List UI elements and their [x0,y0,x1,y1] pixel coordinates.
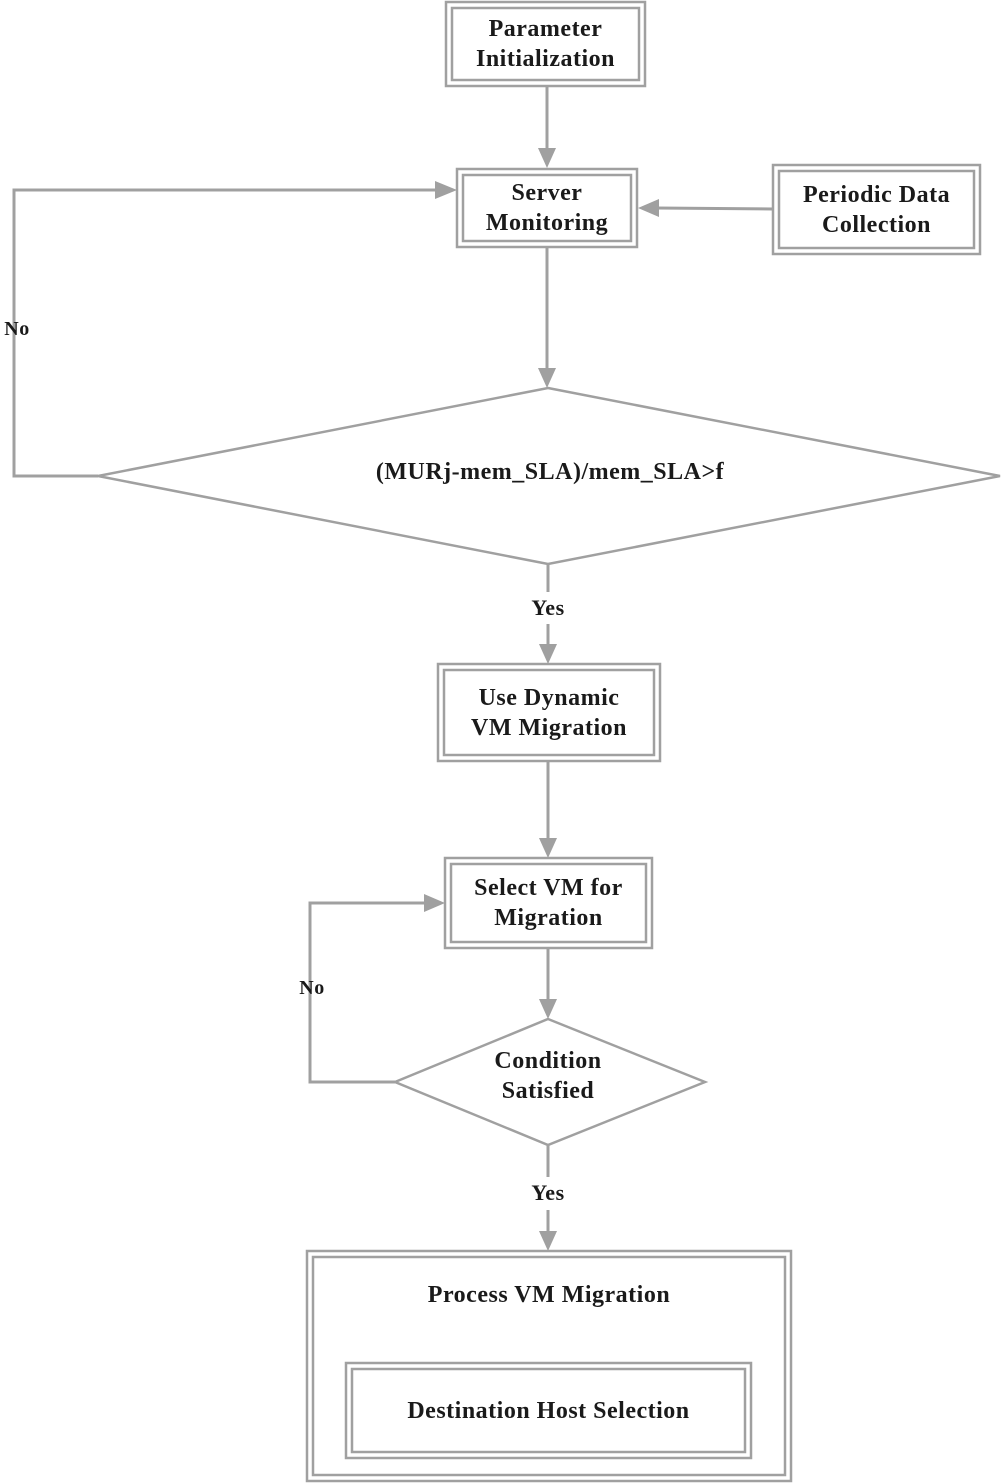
destination-host-selection-label: Destination Host Selection [407,1397,690,1424]
condition-yes-label: Yes [531,1180,565,1205]
arrowhead-monitoring-top [538,148,556,168]
parameter-initialization-box [444,0,647,88]
server-monitoring-box [455,167,639,249]
periodic-data-collection-label: Periodic Data Collection [802,181,951,238]
arrowhead-condition-top [539,999,557,1019]
arrowhead-process-top [539,1231,557,1251]
arrowhead-select-top [539,838,557,858]
condition-no-label: No [299,977,325,999]
threshold-yes-label: Yes [531,595,565,620]
arrowhead-monitoring-right [638,199,659,217]
condition-satisfied-label: Condition Satisfied [494,1048,602,1104]
arrowhead-monitoring-left [435,181,457,199]
arrowhead-dynamic-top [539,644,557,664]
periodic-data-collection-box [771,163,982,256]
dynamic-vm-migration-box [436,662,662,763]
threshold-decision-label: (MURj-mem_SLA)/mem_SLA>f [375,459,725,485]
arrowhead-select-left [424,894,445,912]
arrow-decision-no-loop [12,188,438,478]
arrow-condition-no-loop [308,901,427,1084]
server-monitoring-label: Server Monitoring [485,180,609,236]
select-vm-box [443,856,654,950]
threshold-no-label: No [4,318,30,340]
process-vm-migration-label: Process VM Migration [427,1282,671,1308]
select-vm-label: Select VM for Migration [474,875,623,931]
parameter-initialization-label: Parameter Initialization [475,16,615,72]
arrowhead-decision-top [538,368,556,388]
destination-host-selection-box [344,1361,753,1460]
dynamic-vm-migration-label: Use Dynamic VM Migration [471,684,627,741]
arrow-collection-to-monitoring [655,206,774,211]
